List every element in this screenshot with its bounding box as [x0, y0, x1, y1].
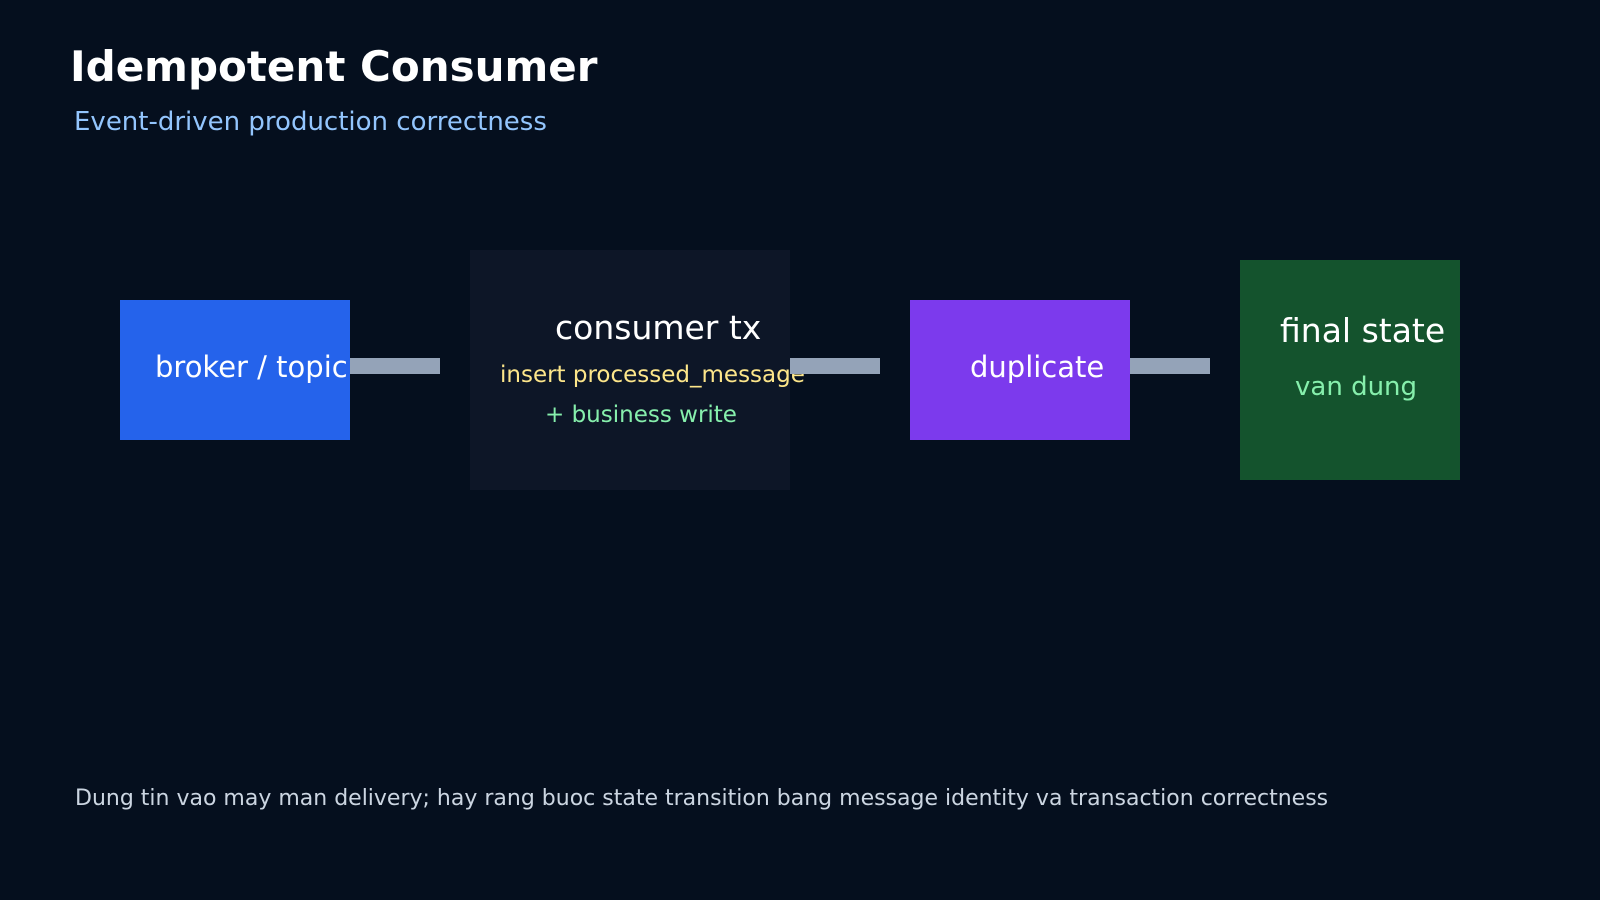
consumer-tx-node: consumer tx insert processed_message + b… — [470, 250, 805, 490]
diagram-subtitle: Event-driven production correctness — [74, 107, 547, 137]
final-state-label: final state — [1280, 311, 1446, 350]
final-state-sublabel: van dung — [1295, 372, 1418, 402]
broker-topic-node: broker / topic — [120, 300, 350, 440]
diagram-title: Idempotent Consumer — [70, 42, 598, 91]
consumer-tx-line2: + business write — [545, 402, 737, 428]
connector-consumer-to-duplicate — [790, 358, 880, 374]
broker-topic-label: broker / topic — [155, 350, 348, 384]
connector-broker-to-consumer — [350, 358, 440, 374]
footer-note: Dung tin vao may man delivery; hay rang … — [75, 786, 1329, 811]
duplicate-node: duplicate — [910, 300, 1130, 440]
duplicate-label: duplicate — [970, 350, 1105, 384]
connector-duplicate-to-final — [1130, 358, 1210, 374]
consumer-tx-line1: insert processed_message — [500, 362, 805, 388]
final-state-node: final state van dung — [1240, 260, 1460, 480]
consumer-tx-label: consumer tx — [555, 308, 762, 347]
